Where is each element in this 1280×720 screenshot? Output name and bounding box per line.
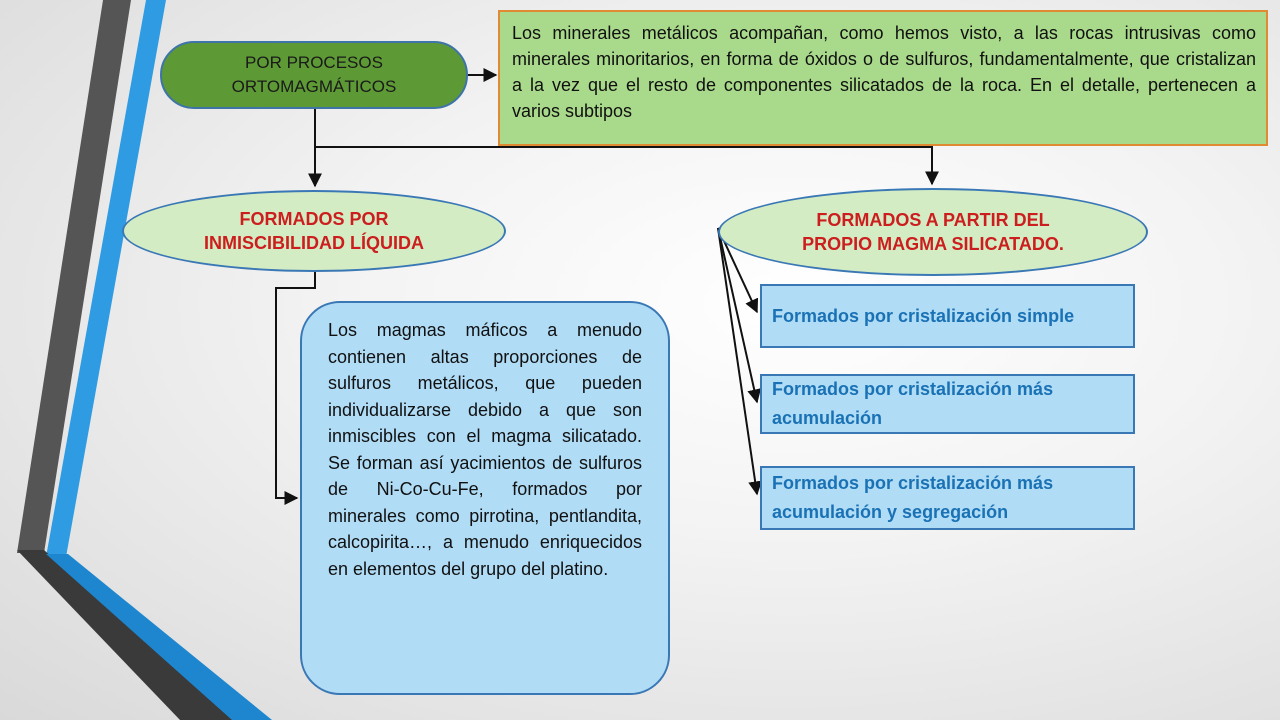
- right-branch-node: FORMADOS A PARTIR DEL PROPIO MAGMA SILIC…: [718, 188, 1148, 276]
- decor-dark-wedge: [17, 550, 236, 720]
- intro-note: Los minerales metálicos acompañan, como …: [498, 10, 1268, 146]
- arrow-to-subtype-3: [717, 227, 763, 496]
- arrow-root-to-right-branch: [315, 146, 939, 186]
- arrow-left-branch-to-description: [275, 272, 316, 505]
- subtype-3: Formados por cristalización más acumulac…: [760, 466, 1135, 530]
- arrow-to-subtype-2: [717, 227, 762, 404]
- left-branch-node: FORMADOS POR INMISCIBILIDAD LÍQUIDA: [122, 190, 506, 272]
- decor-gray-stripe: [17, 0, 131, 553]
- left-branch-label: FORMADOS POR INMISCIBILIDAD LÍQUIDA: [204, 209, 424, 253]
- subtype-2-label: Formados por cristalización más acumulac…: [772, 379, 1054, 428]
- right-branch-label: FORMADOS A PARTIR DEL PROPIO MAGMA SILIC…: [802, 210, 1064, 254]
- root-node: POR PROCESOS ORTOMAGMÁTICOS: [160, 41, 468, 109]
- subtype-1: Formados por cristalización simple: [760, 284, 1135, 348]
- left-branch-description: Los magmas máficos a menudo contienen al…: [300, 301, 670, 695]
- subtype-1-label: Formados por cristalización simple: [772, 305, 1075, 326]
- decor-blue-wedge: [46, 554, 272, 720]
- root-node-label: POR PROCESOS ORTOMAGMÁTICOS: [231, 53, 397, 96]
- subtype-2: Formados por cristalización más acumulac…: [760, 374, 1135, 434]
- decor-blue-stripe: [46, 0, 166, 557]
- subtype-3-label: Formados por cristalización más acumulac…: [772, 473, 1054, 522]
